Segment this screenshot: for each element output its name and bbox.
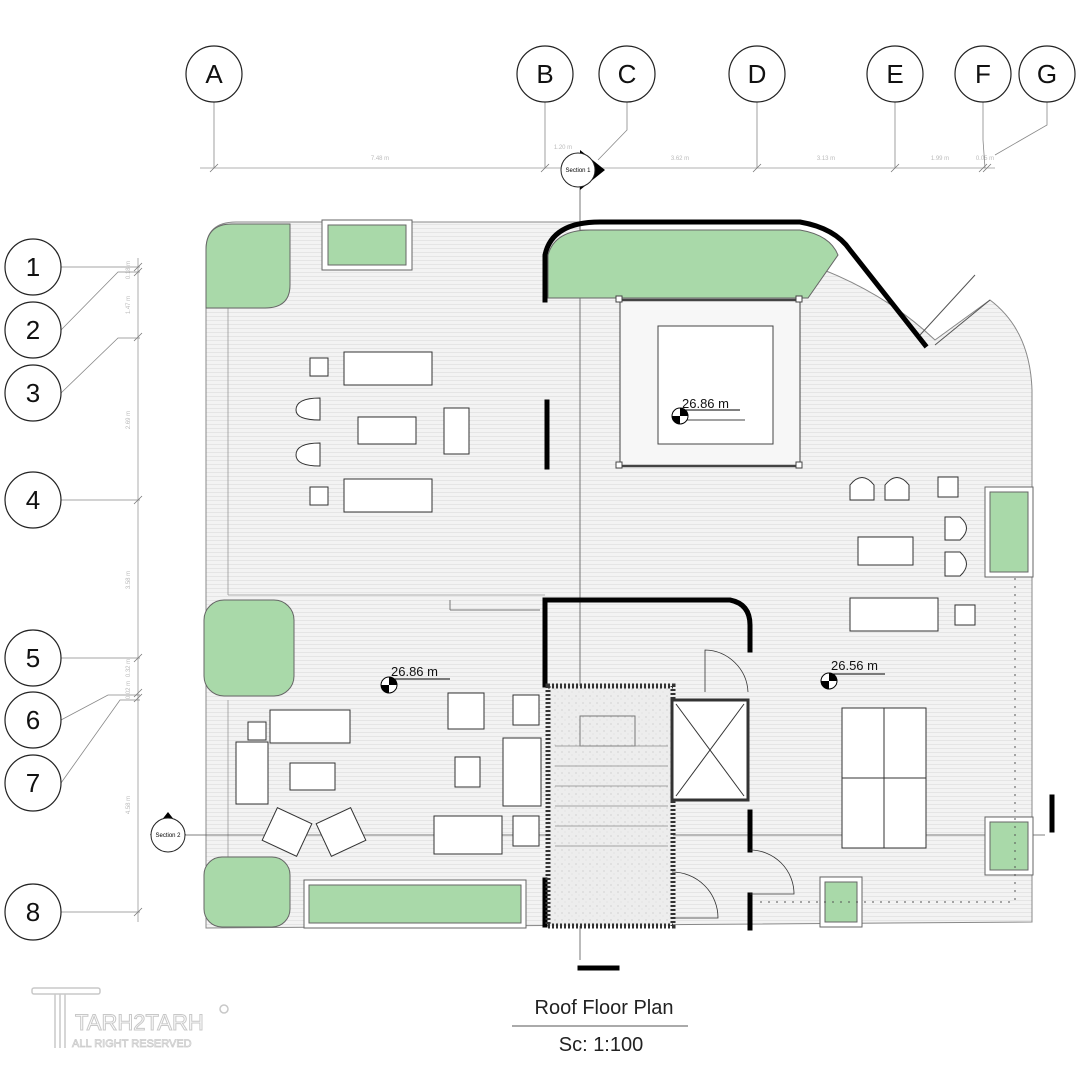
svg-text:4: 4 bbox=[26, 485, 40, 515]
grid-bubble-6: 6 bbox=[4, 691, 62, 749]
grid-bubble-4: 4 bbox=[4, 471, 62, 529]
level-marker-terrace: 26.56 m bbox=[820, 658, 885, 690]
plan-scale: Sc: 1:100 bbox=[559, 1034, 644, 1056]
svg-text:F: F bbox=[975, 59, 991, 89]
row-grid bbox=[60, 266, 140, 913]
dim-6-7: 0.02 m bbox=[126, 681, 132, 699]
section-2-marker: Section 2 bbox=[150, 812, 186, 853]
grid-bubble-c: C bbox=[598, 45, 656, 103]
svg-text:26.86 m: 26.86 m bbox=[682, 396, 729, 411]
svg-text:26.56 m: 26.56 m bbox=[831, 658, 878, 673]
svg-text:D: D bbox=[748, 59, 767, 89]
dim-4-5: 3.58 m bbox=[126, 571, 132, 589]
svg-text:7: 7 bbox=[26, 768, 40, 798]
courtyard bbox=[615, 295, 803, 469]
grid-bubble-b: B bbox=[516, 45, 574, 103]
dim-3-4: 2.69 m bbox=[126, 411, 132, 429]
svg-text:Section 2: Section 2 bbox=[155, 833, 181, 839]
dim-c-d: 3.62 m bbox=[671, 156, 689, 162]
grid-bubble-3: 3 bbox=[4, 364, 62, 422]
svg-text:2: 2 bbox=[26, 315, 40, 345]
doors bbox=[671, 649, 795, 919]
grid-bubble-1: 1 bbox=[4, 238, 62, 296]
svg-text:E: E bbox=[886, 59, 903, 89]
grid-bubble-7: 7 bbox=[4, 754, 62, 812]
dim-7-8: 4.58 m bbox=[126, 796, 132, 814]
svg-text:TARH2TARH: TARH2TARH bbox=[75, 1010, 204, 1035]
dim-e-f: 1.99 m bbox=[931, 156, 949, 162]
column-grid bbox=[213, 102, 1048, 169]
grid-bubble-g: G bbox=[1018, 45, 1076, 103]
level-marker-living: 26.86 m bbox=[380, 664, 450, 694]
grid-bubble-a: A bbox=[185, 45, 243, 103]
section-1-marker: Section 1 bbox=[560, 150, 605, 190]
svg-text:8: 8 bbox=[26, 897, 40, 927]
grid-bubble-d: D bbox=[728, 45, 786, 103]
svg-text:26.86 m: 26.86 m bbox=[391, 664, 438, 679]
svg-text:ALL RIGHT RESERVED: ALL RIGHT RESERVED bbox=[72, 1038, 192, 1050]
svg-text:1: 1 bbox=[26, 252, 40, 282]
dim-a-b: 7.48 m bbox=[371, 156, 389, 162]
stair-core bbox=[545, 683, 750, 929]
grid-bubble-e: E bbox=[866, 45, 924, 103]
level-marker-courtyard: 26.86 m bbox=[671, 396, 740, 425]
grid-bubble-2: 2 bbox=[4, 301, 62, 359]
walls bbox=[542, 219, 1055, 971]
svg-text:A: A bbox=[205, 59, 223, 89]
furniture bbox=[235, 351, 976, 858]
dim-5-6: 0.32 m bbox=[126, 659, 132, 677]
svg-text:5: 5 bbox=[26, 643, 40, 673]
roof-deck-floor bbox=[205, 221, 1033, 929]
dim-f-g: 0.05 m bbox=[976, 156, 994, 162]
svg-text:G: G bbox=[1037, 59, 1057, 89]
grid-bubble-8: 8 bbox=[4, 883, 62, 941]
grid-bubble-f: F bbox=[954, 45, 1012, 103]
svg-text:B: B bbox=[536, 59, 553, 89]
plan-title: Roof Floor Plan bbox=[535, 997, 674, 1019]
svg-text:6: 6 bbox=[26, 705, 40, 735]
dim-2-3: 1.47 m bbox=[126, 296, 132, 314]
svg-text:Section 1: Section 1 bbox=[565, 168, 591, 174]
tarh2tarh-logo: TARH2TARH ALL RIGHT RESERVED bbox=[31, 987, 229, 1050]
dim-b-c: 1.20 m bbox=[554, 145, 572, 151]
grid-bubble-5: 5 bbox=[4, 629, 62, 687]
svg-text:C: C bbox=[618, 59, 637, 89]
dim-1-2: 0.18 m bbox=[126, 261, 132, 279]
svg-text:3: 3 bbox=[26, 378, 40, 408]
dim-d-e: 3.13 m bbox=[817, 156, 835, 162]
